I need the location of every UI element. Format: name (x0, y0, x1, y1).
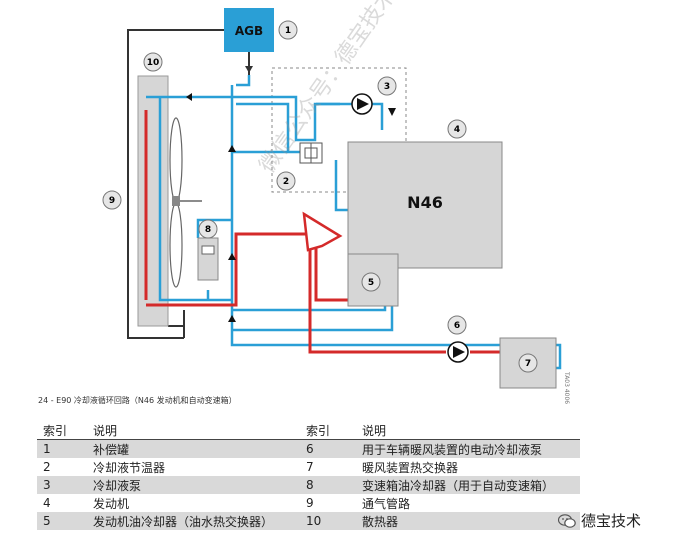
svg-text:7: 7 (525, 359, 531, 369)
svg-text:5: 5 (368, 278, 374, 288)
fan-blade-lower (169, 202, 183, 288)
wechat-icon (558, 513, 576, 528)
callout-10: 10 (143, 52, 163, 72)
callout-7: 7 (518, 353, 538, 373)
legend-header-row: 索引 说明 索引 说明 (37, 421, 580, 440)
legend-header-desc: 说明 (87, 421, 300, 440)
engine-label: N46 (407, 193, 443, 212)
callout-9: 9 (102, 190, 122, 210)
radiator (137, 75, 169, 327)
svg-text:2: 2 (283, 177, 289, 187)
callout-8: 8 (198, 219, 218, 239)
transmission-oil-cooler (197, 237, 219, 281)
vent-line (127, 29, 224, 339)
callout-3: 3 (377, 76, 397, 96)
coolant-circuit-diagram: AGB N46 1 2 3 4 5 6 7 8 9 10 (102, 8, 562, 389)
callouts: 1 2 3 4 5 6 7 8 9 10 (102, 20, 538, 373)
cold-lines (146, 75, 562, 370)
callout-4: 4 (447, 119, 467, 139)
callout-2: 2 (276, 171, 296, 191)
brand-logo: 德宝技术 (558, 510, 641, 531)
svg-text:6: 6 (454, 321, 460, 331)
svg-text:1: 1 (285, 26, 291, 36)
agb-tank (224, 8, 274, 52)
thermostat-dashed-box (271, 67, 407, 193)
legend-header-desc-2: 说明 (356, 421, 580, 440)
svg-text:8: 8 (205, 225, 211, 235)
svg-text:3: 3 (384, 82, 390, 92)
svg-text:9: 9 (109, 196, 115, 206)
svg-text:4: 4 (454, 125, 460, 135)
figure-caption: 24 - E90 冷却液循环回路（N46 发动机和自动变速箱） (38, 396, 237, 405)
legend-header-index: 索引 (37, 421, 87, 440)
fan-blade-upper (169, 117, 183, 203)
callout-1: 1 (278, 20, 298, 40)
callout-5: 5 (361, 272, 381, 292)
agb-label: AGB (235, 24, 263, 38)
figure-code: TA03 4006 (563, 372, 570, 405)
brand-name: 德宝技术 (581, 512, 642, 530)
engine-block (347, 141, 503, 269)
callout-6: 6 (447, 315, 467, 335)
flow-arrows (186, 93, 396, 322)
exhaust-manifold-arrow (302, 211, 343, 252)
svg-text:10: 10 (147, 58, 160, 68)
legend-header-index-2: 索引 (300, 421, 356, 440)
